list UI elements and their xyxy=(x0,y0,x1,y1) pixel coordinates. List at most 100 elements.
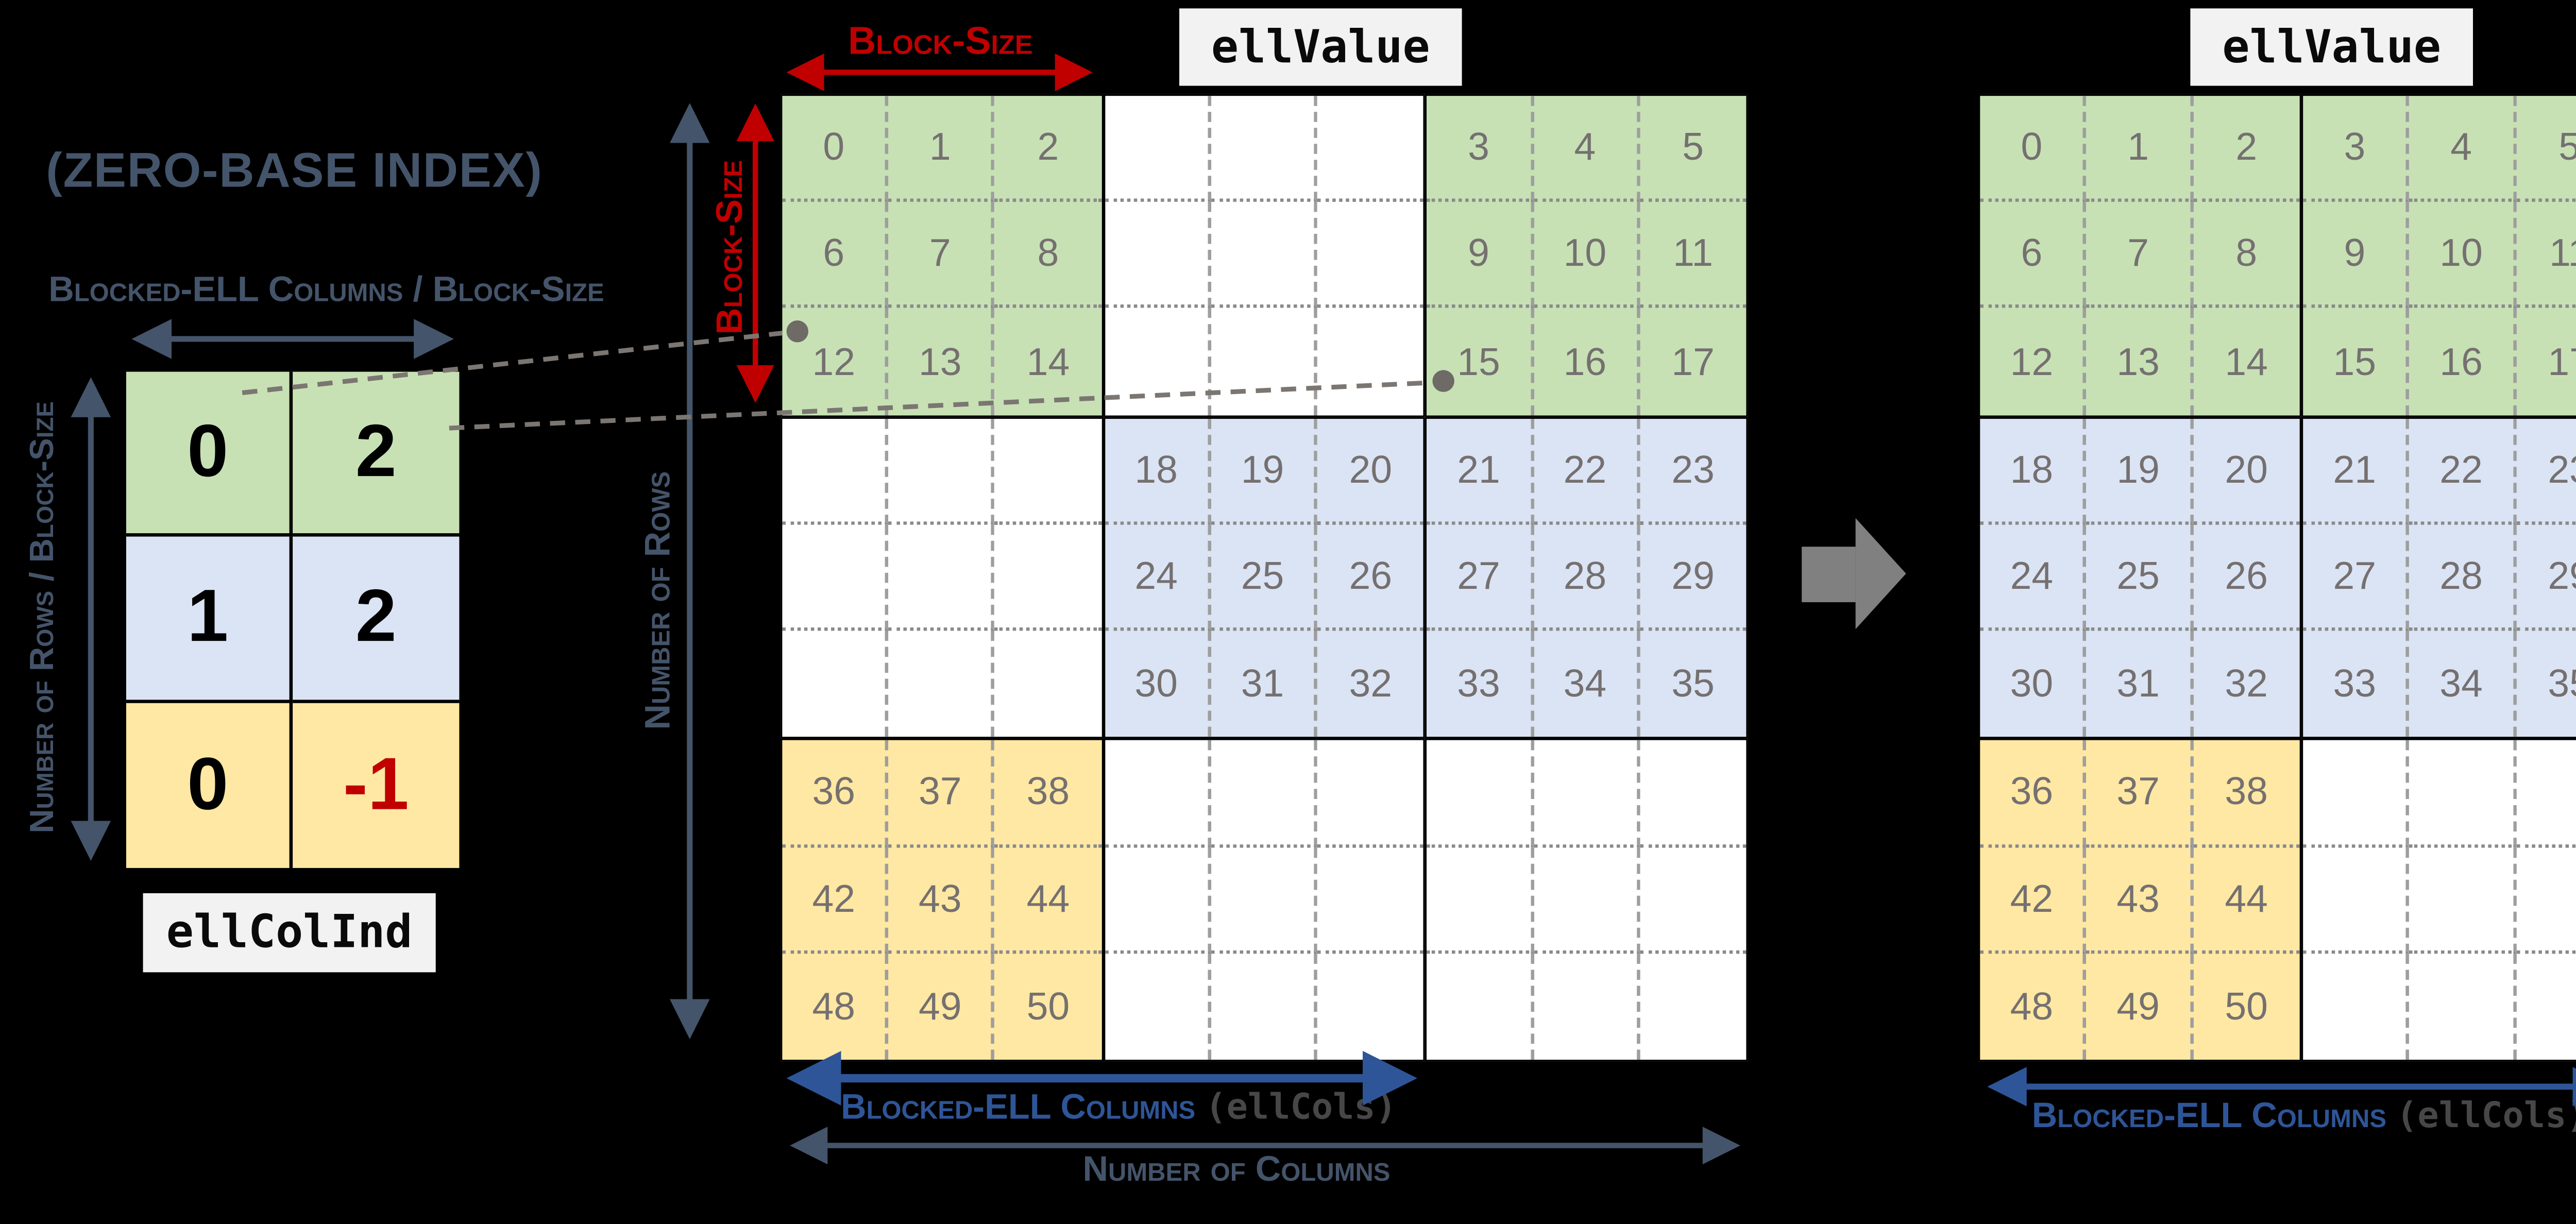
ellcolind-cell: 2 xyxy=(293,371,460,537)
ellvalue-grid-right: 0126781213143459101115161718192024252630… xyxy=(1978,94,2576,1062)
grid-cell: 38 xyxy=(995,741,1101,847)
grid-cell: 13 xyxy=(889,308,995,415)
grid-cell: 24 xyxy=(1105,524,1211,631)
grid-cell: 17 xyxy=(1671,339,1715,383)
grid-cell: 8 xyxy=(995,202,1101,309)
grid-cell: 27 xyxy=(1427,524,1534,631)
grid-cell xyxy=(889,631,995,738)
grid-cell: 22 xyxy=(1533,418,1640,525)
blocked-ell-columns-label-right: Blocked-ELL Columns (ellCols) xyxy=(1973,1095,2576,1137)
grid-cell xyxy=(1211,953,1318,1060)
grid-cell: 43 xyxy=(2087,847,2193,954)
grid-cell: 14 xyxy=(2225,339,2268,383)
ellvalue-label-right: ellValue xyxy=(2222,21,2442,74)
grid-cell xyxy=(2516,741,2576,847)
grid-cell: 37 xyxy=(888,740,995,847)
grid-cell: 34 xyxy=(2410,631,2516,738)
grid-cell: 1 xyxy=(888,96,995,202)
grid-cell xyxy=(1533,740,1640,847)
grid-cell xyxy=(1427,847,1534,954)
grid-cell: 37 xyxy=(2087,740,2193,847)
grid-cell: 28 xyxy=(2409,524,2516,631)
grid-cell: 9 xyxy=(1427,202,1534,309)
grid-cell xyxy=(1533,847,1640,954)
grid-cell: 10 xyxy=(2409,202,2516,309)
grid-cell xyxy=(2410,953,2516,1060)
ellvalue-label-box-middle: ellValue xyxy=(1179,8,1462,86)
grid-cell: 20 xyxy=(2193,418,2300,525)
grid-cell xyxy=(1105,953,1211,1060)
grid-cell: 19 xyxy=(1211,418,1318,525)
grid-cell: 48 xyxy=(1980,953,2087,1060)
grid-cell: 50 xyxy=(1026,983,1070,1028)
grid-cell: 21 xyxy=(2303,418,2410,525)
grid-cell xyxy=(1211,847,1318,954)
grid-cell xyxy=(995,631,1101,737)
grid-cell: 35 xyxy=(2548,661,2576,705)
grid-cell xyxy=(1427,740,1534,847)
grid-cell xyxy=(1211,308,1318,415)
grid-cell xyxy=(888,524,995,631)
grid-cell xyxy=(995,418,1101,525)
grid-cell xyxy=(1105,308,1211,415)
grid-cell xyxy=(1317,954,1423,1060)
grid-cell: 8 xyxy=(2193,202,2300,309)
grid-cell: 24 xyxy=(1980,524,2087,631)
grid-cell xyxy=(2516,954,2576,1060)
grid-cell xyxy=(1317,309,1423,415)
grid-cell: 21 xyxy=(1427,418,1534,525)
grid-cell xyxy=(1427,953,1534,1060)
grid-cell xyxy=(1211,202,1318,309)
grid-cell xyxy=(1317,741,1424,847)
grid-cell: 30 xyxy=(1980,631,2087,738)
grid-cell: 23 xyxy=(2516,418,2576,525)
grid-cell: 12 xyxy=(782,308,889,415)
grid-cell xyxy=(1105,202,1211,309)
grid-cell: 28 xyxy=(1533,524,1640,631)
grid-block xyxy=(1103,94,1426,417)
grid-cell: 26 xyxy=(1317,524,1424,631)
ellcolind-cell: 0 xyxy=(126,702,293,868)
grid-cell xyxy=(1533,953,1640,1060)
grid-cell: 7 xyxy=(2087,202,2193,309)
grid-cell: 44 xyxy=(2193,847,2300,954)
grid-cell: 4 xyxy=(1533,96,1640,202)
grid-cell: 15 xyxy=(1427,308,1534,415)
ellcolind-cell: 0 xyxy=(126,371,293,537)
grid-cell: 16 xyxy=(2410,308,2516,415)
grid-cell: 18 xyxy=(1105,418,1211,525)
grid-cell xyxy=(1317,202,1424,309)
grid-block xyxy=(1425,739,1748,1062)
grid-cell: 49 xyxy=(889,953,995,1060)
grid-cell: 12 xyxy=(1980,308,2087,415)
grid-cell: 7 xyxy=(888,202,995,309)
grid-cell: 0 xyxy=(782,96,889,202)
grid-cell: 6 xyxy=(782,202,889,309)
grid-cell: 35 xyxy=(1671,661,1715,705)
grid-cell: 36 xyxy=(1980,740,2087,847)
blocked-ell-columns-text-middle: Blocked-ELL Columns xyxy=(840,1088,1196,1127)
blocked-ell-columns-per-block-size-label: Blocked-ELL Columns / Block-Size xyxy=(48,270,604,310)
grid-block xyxy=(2301,739,2576,1062)
grid-cell xyxy=(1105,847,1211,954)
grid-cell: 32 xyxy=(2225,661,2268,705)
grid-cell: 5 xyxy=(1639,96,1747,202)
ellcols-mono-text-middle: (ellCols) xyxy=(1205,1086,1397,1127)
grid-cell: 0 xyxy=(1980,96,2087,202)
grid-cell xyxy=(782,418,889,525)
grid-cell xyxy=(1639,741,1747,847)
grid-cell xyxy=(888,418,995,525)
grid-cell xyxy=(2303,847,2410,954)
ellcolind-cell: 1 xyxy=(126,537,293,703)
grid-cell xyxy=(1317,96,1424,202)
grid-cell: 31 xyxy=(1211,631,1318,738)
grid-cell: 29 xyxy=(1639,524,1747,631)
ellcols-mono-text-right: (ellCols) xyxy=(2396,1095,2576,1136)
